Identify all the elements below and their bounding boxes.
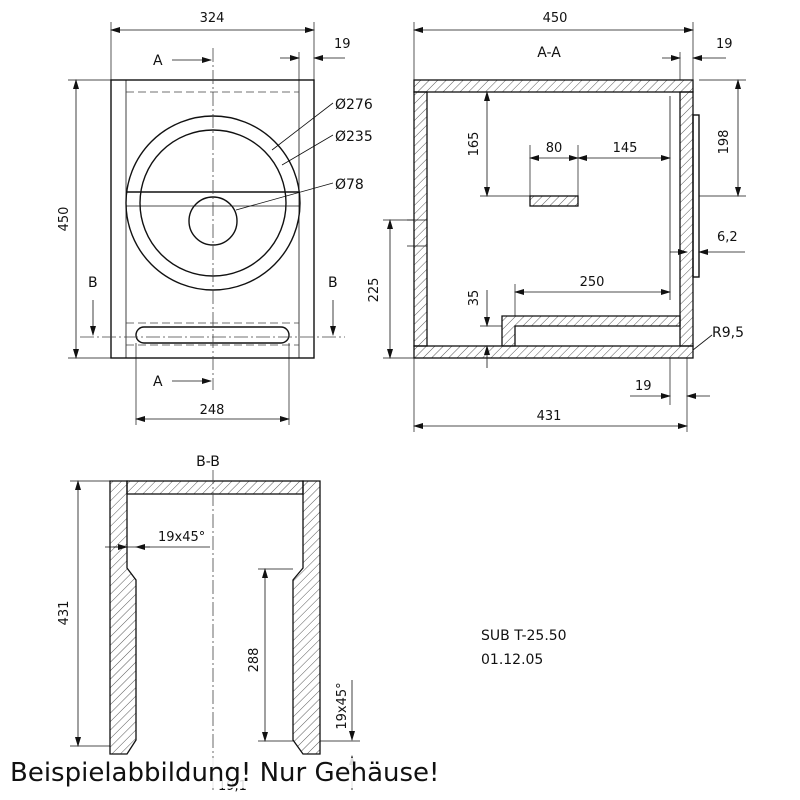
section-marker-b-right: B bbox=[328, 275, 338, 291]
bass-port-slot bbox=[135, 326, 290, 344]
aa-dim-165: 165 bbox=[467, 132, 482, 157]
aa-dim-inner-depth: 431 bbox=[537, 409, 562, 424]
bb-dim-288: 288 bbox=[247, 648, 262, 673]
caption: Beispielabbildung! Nur Gehäuse! bbox=[6, 758, 444, 788]
section-aa-title: A-A bbox=[537, 45, 561, 61]
section-marker-a-top: A bbox=[153, 53, 163, 69]
section-bb-title: B-B bbox=[196, 454, 220, 470]
section-aa-view: A-A 450 19 165 80 145 bbox=[367, 11, 746, 432]
dim-width: 324 bbox=[200, 11, 225, 26]
aa-dim-depth: 450 bbox=[543, 11, 568, 26]
aa-dim-80: 80 bbox=[546, 141, 563, 156]
aa-driver-recess bbox=[692, 114, 700, 278]
section-marker-b-left: B bbox=[88, 275, 98, 291]
bb-right-wall bbox=[292, 480, 321, 755]
aa-back-wall bbox=[413, 91, 428, 347]
bb-top-wall bbox=[126, 480, 304, 495]
aa-front-baffle bbox=[679, 91, 694, 347]
aa-top-wall bbox=[413, 79, 694, 93]
dim-wall: 19 bbox=[334, 37, 351, 52]
dim-dia-outer: Ø276 bbox=[335, 97, 373, 113]
section-bb-view: B-B 431 19x45° 288 19x45° 19,1 bbox=[57, 454, 360, 794]
aa-dim-145: 145 bbox=[613, 141, 638, 156]
aa-port-floor bbox=[501, 315, 681, 347]
aa-dim-35: 35 bbox=[467, 290, 482, 307]
aa-dim-bottom-wall: 19 bbox=[635, 379, 652, 394]
drawing-date: 01.12.05 bbox=[481, 652, 543, 668]
aa-dim-wall: 19 bbox=[716, 37, 733, 52]
dim-dia-cutout: Ø235 bbox=[335, 129, 373, 145]
aa-dim-250: 250 bbox=[580, 275, 605, 290]
aa-dim-radius: R9,5 bbox=[712, 325, 744, 341]
front-panel-outline bbox=[110, 79, 315, 359]
bb-chamfer-top: 19x45° bbox=[158, 530, 205, 545]
bb-left-wall bbox=[109, 480, 137, 755]
bb-chamfer-bottom: 19x45° bbox=[335, 682, 350, 729]
aa-dim-6-2: 6,2 bbox=[717, 230, 738, 245]
aa-brace bbox=[529, 195, 579, 207]
bb-dim-height: 431 bbox=[57, 601, 72, 626]
dim-port-width: 248 bbox=[200, 403, 225, 418]
aa-bottom-wall bbox=[413, 345, 694, 359]
title-block: SUB T-25.50 01.12.05 bbox=[481, 628, 567, 668]
aa-dim-225: 225 bbox=[367, 278, 382, 303]
dim-height: 450 bbox=[57, 207, 72, 232]
model-name: SUB T-25.50 bbox=[481, 628, 567, 644]
front-view: 324 19 450 Ø276 Ø235 Ø78 248 A A B B bbox=[57, 11, 373, 425]
aa-dim-198: 198 bbox=[717, 130, 732, 155]
section-marker-a-bottom: A bbox=[153, 374, 163, 390]
dim-dia-port: Ø78 bbox=[335, 177, 364, 193]
